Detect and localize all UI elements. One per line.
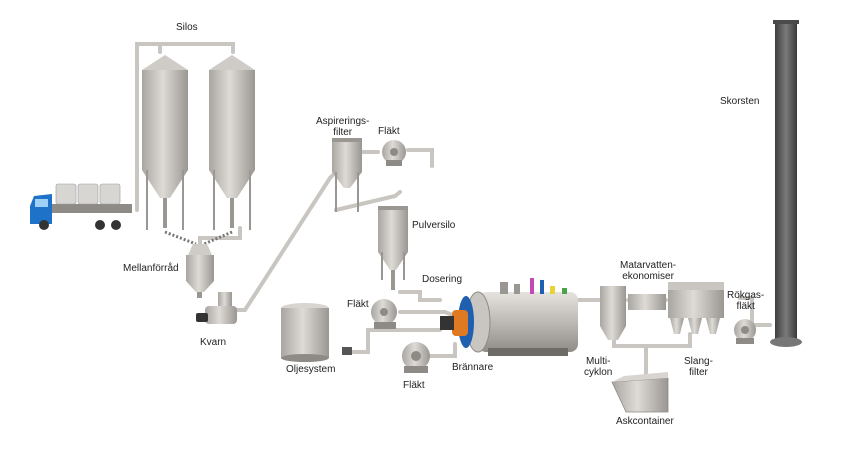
aspiration-filter [332, 138, 362, 212]
kvarn-mill [196, 292, 237, 324]
flue-gas-fan [734, 319, 756, 344]
label-mellanforrad: Mellanförråd [123, 263, 179, 274]
label-pulversilo: Pulversilo [412, 220, 456, 231]
label-economizer: Matarvatten- ekonomiser [620, 260, 676, 282]
chimney [770, 20, 802, 347]
label-multicyclone-line1: Multi- [585, 356, 611, 367]
multicyclone [600, 286, 626, 340]
label-aspiration-filter: Aspirerings- filter [316, 116, 369, 138]
label-dosering: Dosering [422, 274, 463, 285]
label-kvarn: Kvarn [200, 337, 227, 348]
label-multicyclone: Multi- cyklon [584, 356, 612, 378]
label-multicyclone-line2: cyklon [584, 367, 613, 378]
bag-filter [668, 282, 724, 334]
screw-conveyor [164, 230, 233, 246]
label-bag-filter: Slang- filter [684, 356, 713, 378]
label-aspiration-filter-line1: Aspirerings- [316, 116, 370, 127]
pulversilo-tank [378, 206, 408, 290]
truck [30, 183, 132, 230]
label-economizer-line2: ekonomiser [622, 271, 674, 282]
label-fan-bottom: Fläkt [403, 380, 425, 391]
label-economizer-line1: Matarvatten- [620, 260, 677, 271]
label-bag-filter-line2: filter [689, 367, 708, 378]
oil-tank [281, 303, 352, 362]
mellanforrad-tank [186, 244, 214, 298]
label-bag-filter-line1: Slang- [684, 356, 713, 367]
ash-container [611, 372, 669, 413]
silo-right [209, 55, 255, 230]
label-silos: Silos [176, 22, 198, 33]
fan-top [382, 140, 406, 166]
label-aspiration-filter-line2: filter [333, 127, 353, 138]
label-flue-gas-fan-line1: Rökgas- [727, 290, 765, 301]
boiler [465, 278, 578, 356]
burner [440, 296, 474, 348]
label-fan-top: Fläkt [378, 126, 400, 137]
label-skorsten: Skorsten [720, 96, 760, 107]
label-askcontainer: Askcontainer [616, 416, 674, 427]
label-flue-gas-fan: Rökgas- fläkt [727, 290, 764, 312]
label-flue-gas-fan-line2: fläkt [736, 301, 755, 312]
fan-bottom [402, 342, 430, 373]
label-oljesystem: Oljesystem [286, 364, 336, 375]
economizer [628, 294, 666, 310]
silo-left [142, 55, 188, 230]
label-brannare: Brännare [452, 362, 494, 373]
label-fan-middle: Fläkt [347, 299, 369, 310]
fan-middle [371, 299, 397, 329]
